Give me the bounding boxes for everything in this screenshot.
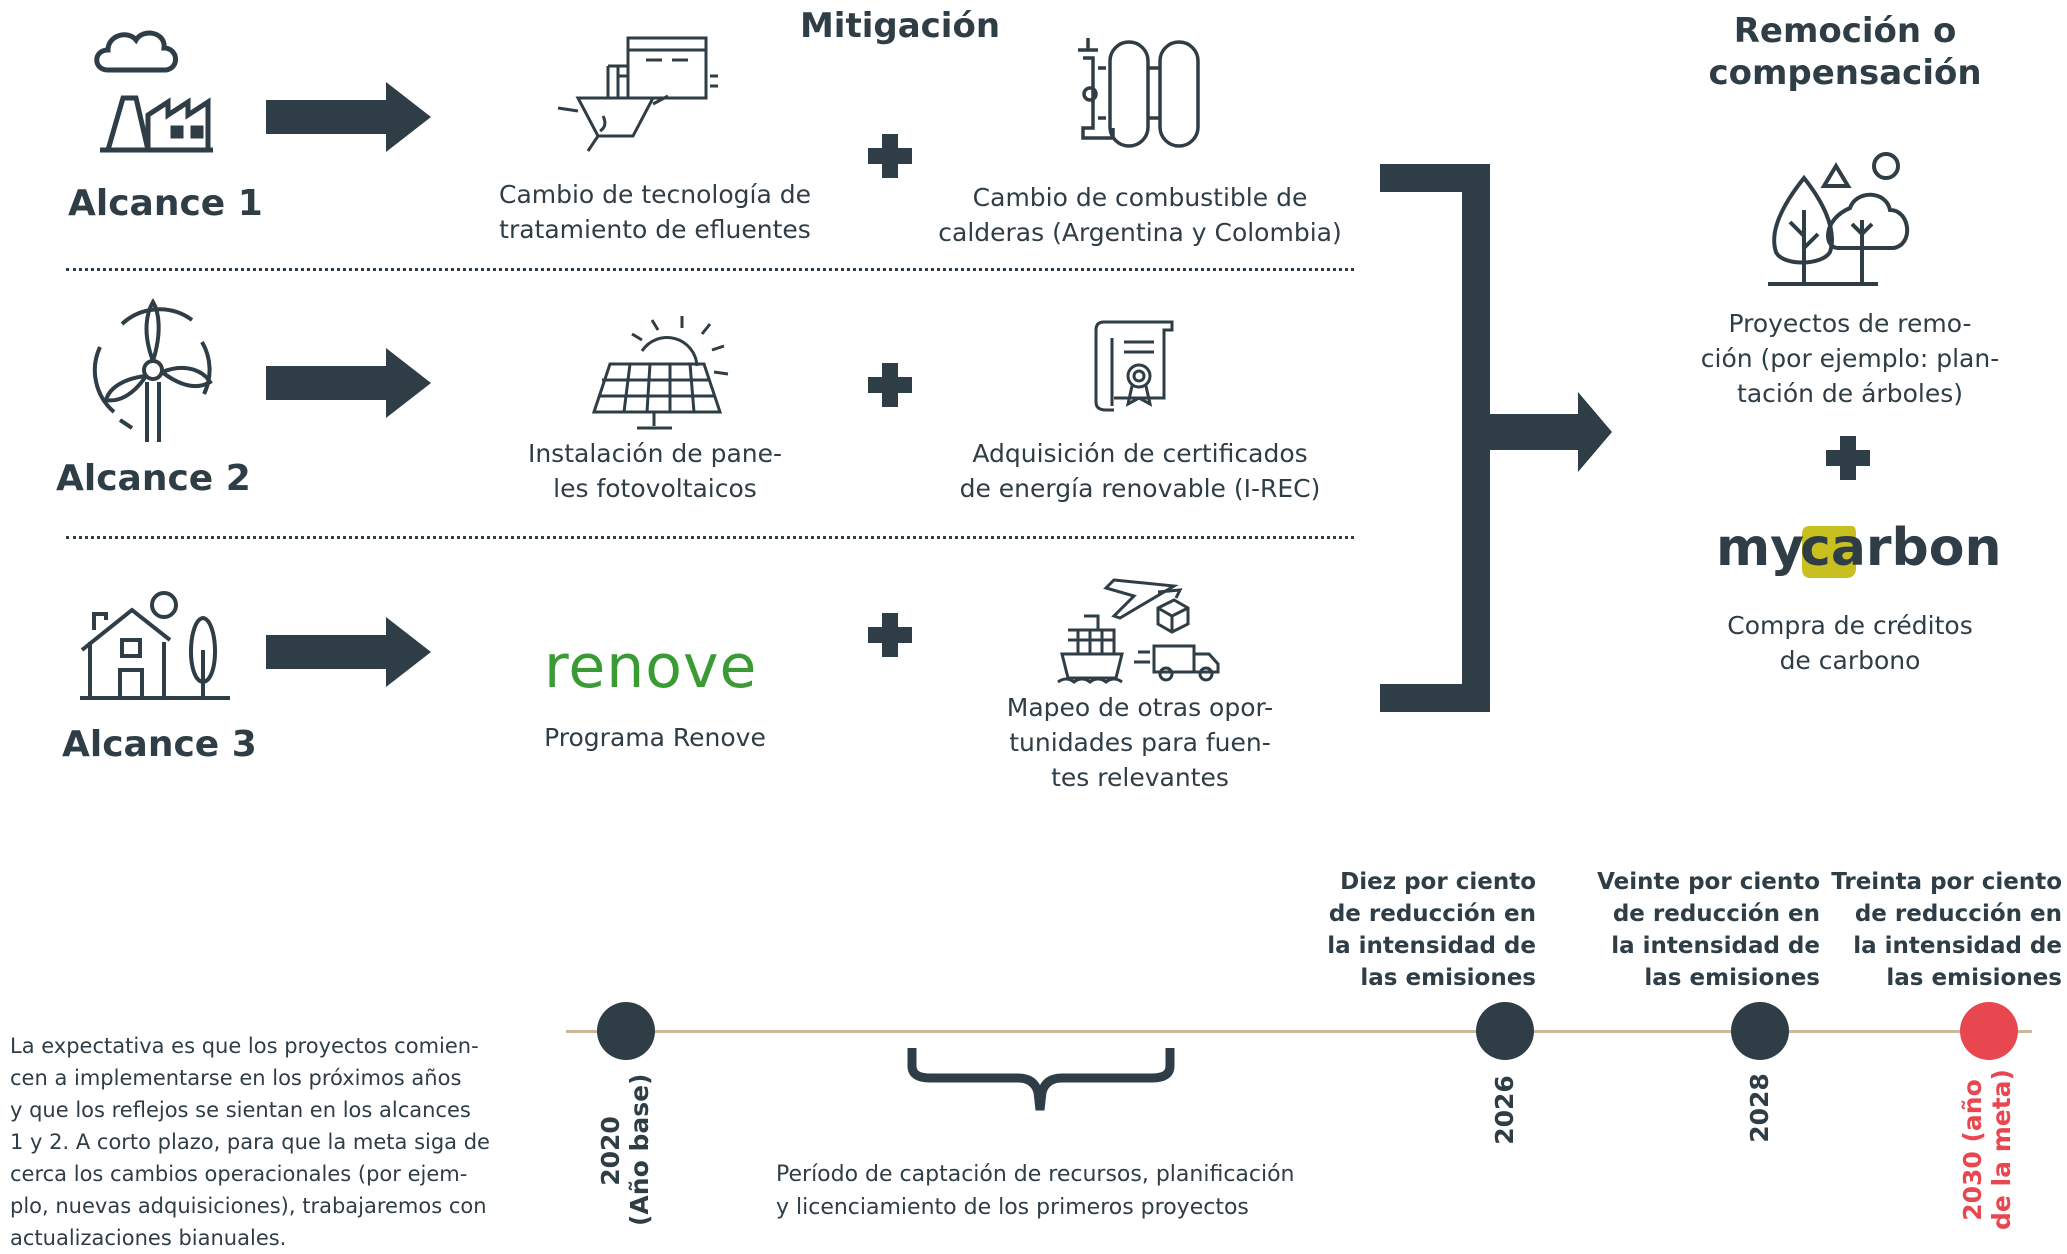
expectation-note: La expectativa es que los proyectos comi… <box>10 1034 490 1250</box>
period-brace <box>907 1048 1175 1111</box>
action-1-2-caption: Cambio de combustible de calderas (Argen… <box>938 183 1342 247</box>
renove-logo: renove <box>544 632 758 702</box>
removal-item-1-caption: Proyectos de remo- ción (por ejemplo: pl… <box>1700 309 2000 408</box>
year-2028: 2028 <box>1745 1073 1774 1143</box>
milestone-2028: Veinte por ciento de reducción en la int… <box>1597 869 1820 991</box>
mycarbon-carbon: carbon <box>1800 518 2002 578</box>
wind-turbine-icon <box>92 298 213 442</box>
plus-icon <box>868 613 912 657</box>
mycarbon-bubble <box>1802 526 1856 578</box>
milestone-2026: Diez por ciento de reducción en la inten… <box>1327 869 1536 991</box>
year-2026: 2026 <box>1490 1075 1519 1145</box>
arrow-scope-1 <box>266 82 431 152</box>
mitigation-heading: Mitigación <box>799 6 1001 46</box>
boiler-tanks-icon <box>1078 38 1200 148</box>
milestone-2030: Treinta por ciento de reducción en la in… <box>1831 869 2062 991</box>
trees-icon <box>1768 152 1910 286</box>
solar-panel-icon <box>591 316 729 430</box>
removal-item-2-caption: Compra de créditos de carbono <box>1727 611 1973 675</box>
action-2-1-caption: Instalación de pane- les fotovoltaicos <box>527 439 783 503</box>
certificate-icon <box>1094 320 1174 412</box>
plus-icon <box>868 363 912 407</box>
timeline-dot-2020 <box>597 1002 655 1060</box>
timeline-dot-2028 <box>1731 1002 1789 1060</box>
transport-logistics-icon <box>1057 578 1220 684</box>
factory-cloud-icon <box>94 30 213 153</box>
timeline-dot-2030 <box>1960 1002 2018 1060</box>
scope-3-label: Alcance 3 <box>62 724 257 765</box>
scope-1-label: Alcance 1 <box>68 183 263 224</box>
removal-heading: Remoción o compensación <box>1708 11 1982 93</box>
arrow-scope-3 <box>266 617 431 687</box>
year-2030: 2030 (año de la meta) <box>1958 1069 2016 1230</box>
timeline-dot-2026 <box>1476 1002 1534 1060</box>
action-3-1-caption: Programa Renove <box>544 723 766 752</box>
action-1-1-caption: Cambio de tecnología de tratamiento de e… <box>498 180 812 244</box>
row-divider <box>66 536 1354 539</box>
mycarbon-my: my <box>1716 518 1805 578</box>
row-divider <box>66 268 1354 271</box>
house-tree-icon <box>80 591 230 700</box>
plus-icon <box>1826 436 1870 480</box>
period-caption: Período de captación de recursos, planif… <box>776 1162 1295 1220</box>
action-2-2-caption: Adquisición de certificados de energía r… <box>959 439 1321 503</box>
mitigation-bracket <box>1380 164 1612 712</box>
mycarbon-logo: my carbon <box>1716 518 2002 590</box>
timeline-line <box>566 1030 2032 1033</box>
action-3-2-caption: Mapeo de otras opor- tunidades para fuen… <box>1006 693 1274 792</box>
effluent-treatment-icon <box>557 36 718 152</box>
arrow-scope-2 <box>266 348 431 418</box>
plus-icon <box>868 134 912 178</box>
year-2020: 2020 (Año base) <box>596 1073 654 1226</box>
scope-2-label: Alcance 2 <box>56 458 251 499</box>
